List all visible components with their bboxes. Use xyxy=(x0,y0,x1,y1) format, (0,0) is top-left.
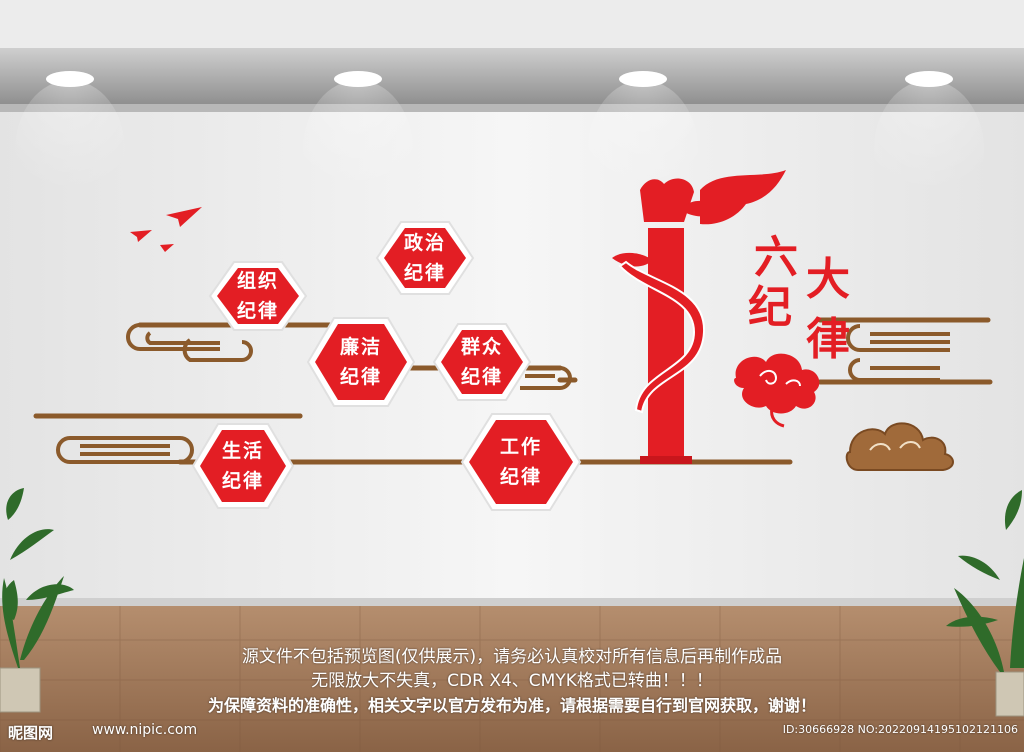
hex-label-line1: 生活 xyxy=(221,440,264,462)
title-char-4: 律 xyxy=(806,314,850,365)
title-char-2: 纪 xyxy=(748,282,792,333)
hexagon-gongzuo xyxy=(460,413,582,511)
hex-label-line2: 纪律 xyxy=(460,366,503,388)
note-line-1: 源文件不包括预览图(仅供展示)，请务必认真校对所有信息后再制作成品 xyxy=(241,647,783,667)
cloud-scroll-right xyxy=(846,324,950,382)
ceiling-light-icon xyxy=(874,71,984,220)
hex-label-line1: 廉洁 xyxy=(339,336,382,358)
hex-label-line1: 政治 xyxy=(403,232,446,254)
hex-label-line2: 纪律 xyxy=(499,466,542,488)
hex-label-line2: 纪律 xyxy=(339,366,382,388)
hex-label-line2: 纪律 xyxy=(403,262,446,284)
hex-label-zuzhi: 组织 纪律 xyxy=(203,266,313,326)
hex-label-line1: 群众 xyxy=(460,336,503,358)
watermark-brand: 昵图网 xyxy=(8,724,54,742)
note-line-2: 无限放大不失真，CDR X4、CMYK格式已转曲！！！ xyxy=(311,671,713,691)
hexagon-lianjie xyxy=(306,317,416,407)
hex-label-line1: 组织 xyxy=(236,270,279,292)
auspicious-cloud-icon xyxy=(734,353,820,428)
hex-label-line2: 纪律 xyxy=(236,300,279,322)
watermark-url[interactable]: www.nipic.com xyxy=(92,722,198,738)
hexagon-qunzhong xyxy=(432,323,532,401)
note-line-3: 为保障资料的准确性，相关文字以官方发布为准，请根据需要自行到官网获取，谢谢！ xyxy=(207,696,816,715)
ceremonial-column-icon xyxy=(612,170,786,464)
auspicious-cloud-icon xyxy=(845,422,954,471)
title-char-3: 大 xyxy=(806,254,850,305)
potted-plant-icon xyxy=(0,488,74,713)
ceiling xyxy=(0,48,1024,106)
hex-label-gongzuo: 工作 纪律 xyxy=(466,432,576,492)
hex-label-line2: 纪律 xyxy=(221,470,264,492)
hex-label-shenghuo: 生活 纪律 xyxy=(188,436,298,496)
cloud-scroll-left-bottom xyxy=(56,436,194,464)
hex-label-zhengzhi: 政治 纪律 xyxy=(370,228,480,288)
ceiling-light-icon xyxy=(15,71,125,220)
potted-plant-icon xyxy=(946,490,1024,717)
ceiling-light-icon xyxy=(303,71,413,220)
watermark-id: ID:30666928 NO:20220914195102121106 xyxy=(782,723,1018,736)
hexagon-zuzhi xyxy=(208,261,308,331)
hex-label-lianjie: 廉洁 纪律 xyxy=(306,332,416,392)
cloud-scroll-middle xyxy=(520,366,572,390)
hex-label-line1: 工作 xyxy=(499,436,542,458)
hexagon-shenghuo xyxy=(191,423,295,509)
paper-plane-icon xyxy=(130,207,202,252)
hexagon-zhengzhi xyxy=(375,221,475,295)
hex-label-qunzhong: 群众 纪律 xyxy=(427,332,537,392)
cloud-scroll-left-top xyxy=(126,323,253,362)
title-char-1: 六 xyxy=(754,232,798,283)
